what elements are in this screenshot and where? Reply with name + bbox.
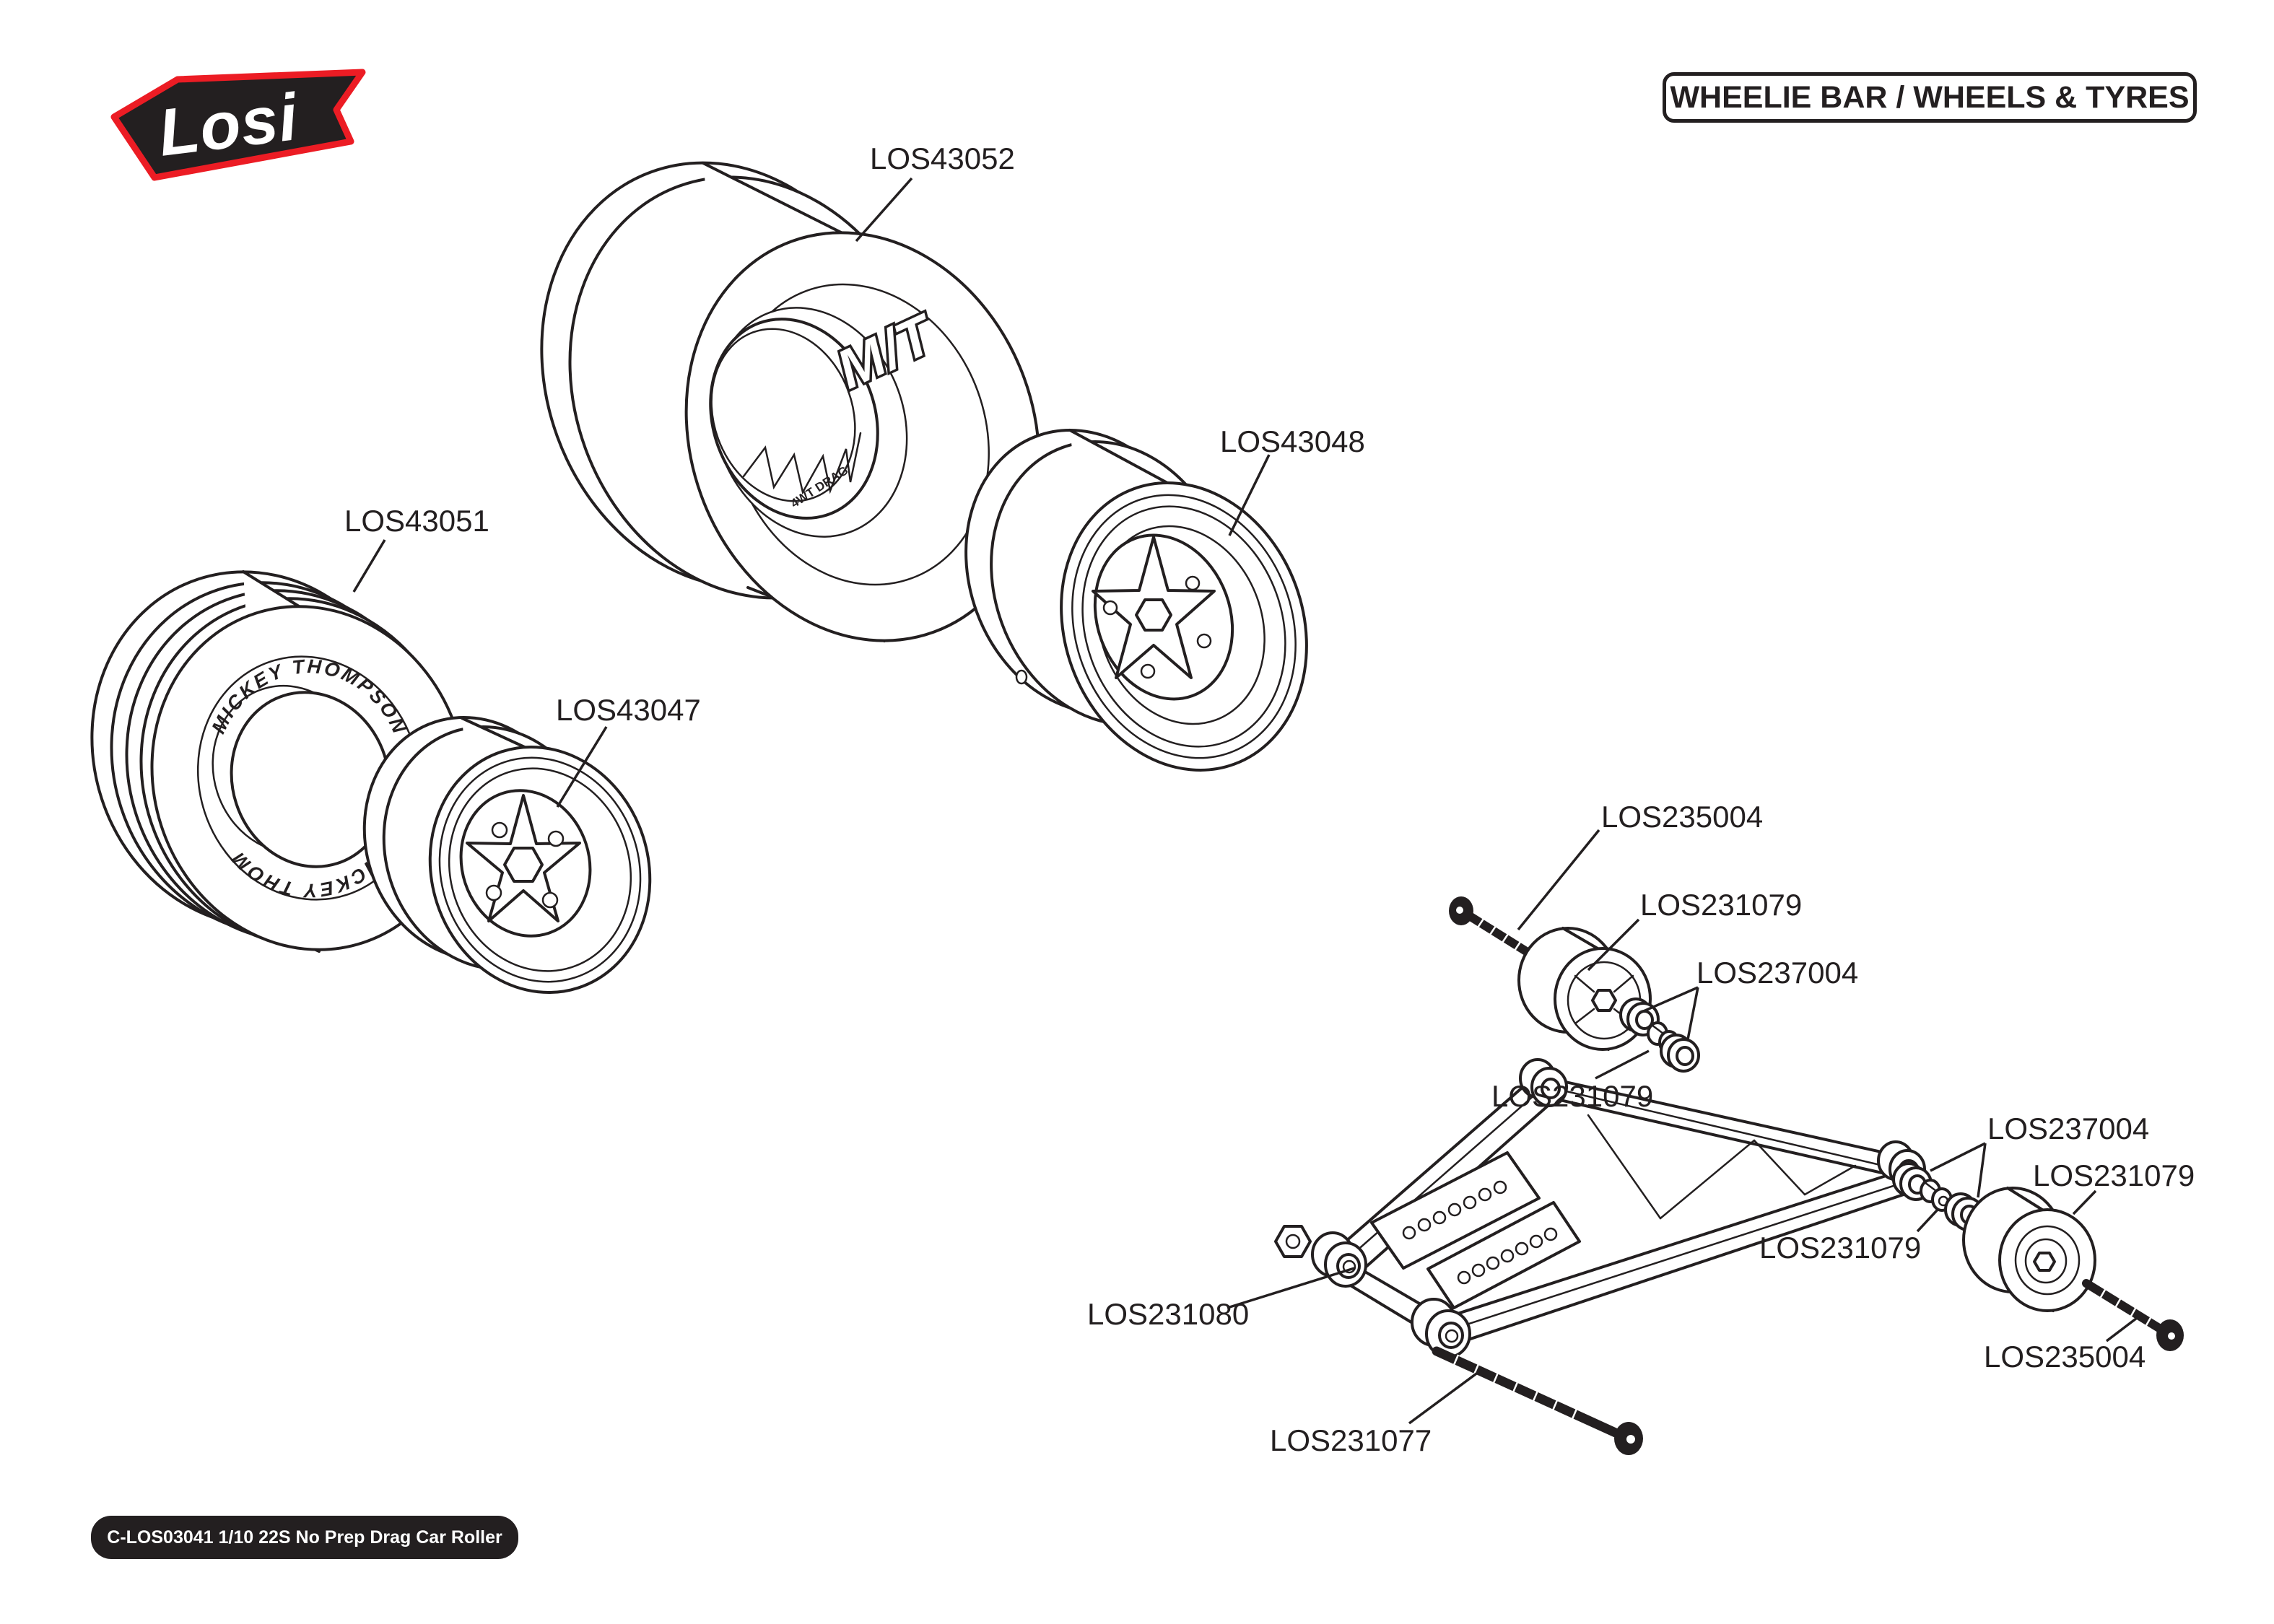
leader-line bbox=[1930, 1142, 1986, 1172]
part-label: LOS231079 bbox=[2033, 1158, 2195, 1192]
part-label: LOS43051 bbox=[344, 504, 489, 538]
right-wheelie-wheel-assembly-art bbox=[1892, 1162, 2184, 1351]
part-label: LOS237004 bbox=[1696, 956, 1859, 990]
losi-logo-text: Losi bbox=[154, 80, 303, 170]
leader-line bbox=[1227, 1267, 1355, 1309]
part-label: LOS231079 bbox=[1759, 1231, 1922, 1265]
leader-line bbox=[1587, 918, 1640, 972]
front-wheel-art bbox=[362, 715, 652, 995]
upper-wheelie-wheel-assembly-art bbox=[1449, 896, 1700, 1073]
leader-line bbox=[1977, 1143, 1987, 1198]
part-label: LOS235004 bbox=[1984, 1340, 2146, 1374]
rear-wheel-art bbox=[964, 429, 1308, 772]
leader-line bbox=[2105, 1312, 2144, 1343]
rear-slick-tire-art: M/T 4WT DRAG bbox=[540, 161, 1041, 642]
leader-line bbox=[352, 539, 386, 593]
page-title: WHEELIE BAR / WHEELS & TYRES bbox=[1663, 72, 2197, 123]
hex-hub bbox=[1135, 598, 1172, 632]
hex-hub bbox=[503, 847, 544, 883]
leader-line bbox=[1916, 1208, 1939, 1233]
wheelie-bar-frame-art bbox=[1274, 1058, 1926, 1358]
leader-line bbox=[556, 726, 608, 808]
wheelie-bar-screw-art bbox=[1432, 1346, 1643, 1455]
part-label: LOS43052 bbox=[870, 141, 1015, 175]
product-badge: C-LOS03041 1/10 22S No Prep Drag Car Rol… bbox=[91, 1516, 518, 1559]
leader-line bbox=[855, 177, 913, 243]
hex-bore bbox=[1591, 989, 1617, 1012]
part-label: LOS43048 bbox=[1220, 424, 1365, 458]
leader-line bbox=[1228, 454, 1271, 536]
part-label: LOS237004 bbox=[1987, 1112, 2150, 1145]
leader-line bbox=[2072, 1189, 2097, 1215]
part-label: LOS235004 bbox=[1601, 800, 1764, 834]
leader-lines bbox=[352, 177, 2144, 1425]
leader-line bbox=[1595, 1049, 1650, 1080]
part-label: LOS231080 bbox=[1087, 1297, 1250, 1331]
leader-line bbox=[1639, 986, 1699, 1014]
leader-line bbox=[1408, 1368, 1483, 1425]
part-label: LOS231077 bbox=[1270, 1423, 1432, 1457]
part-label: LOS43047 bbox=[556, 693, 701, 727]
hex-bore bbox=[2033, 1252, 2056, 1272]
part-label: LOS231079 bbox=[1640, 888, 1803, 922]
leader-line bbox=[1686, 987, 1699, 1040]
losi-logo: Losi bbox=[110, 69, 366, 181]
part-label: LOS231079 bbox=[1491, 1079, 1654, 1113]
leader-line bbox=[1517, 829, 1600, 931]
tire-carcass-ribs bbox=[742, 432, 862, 495]
